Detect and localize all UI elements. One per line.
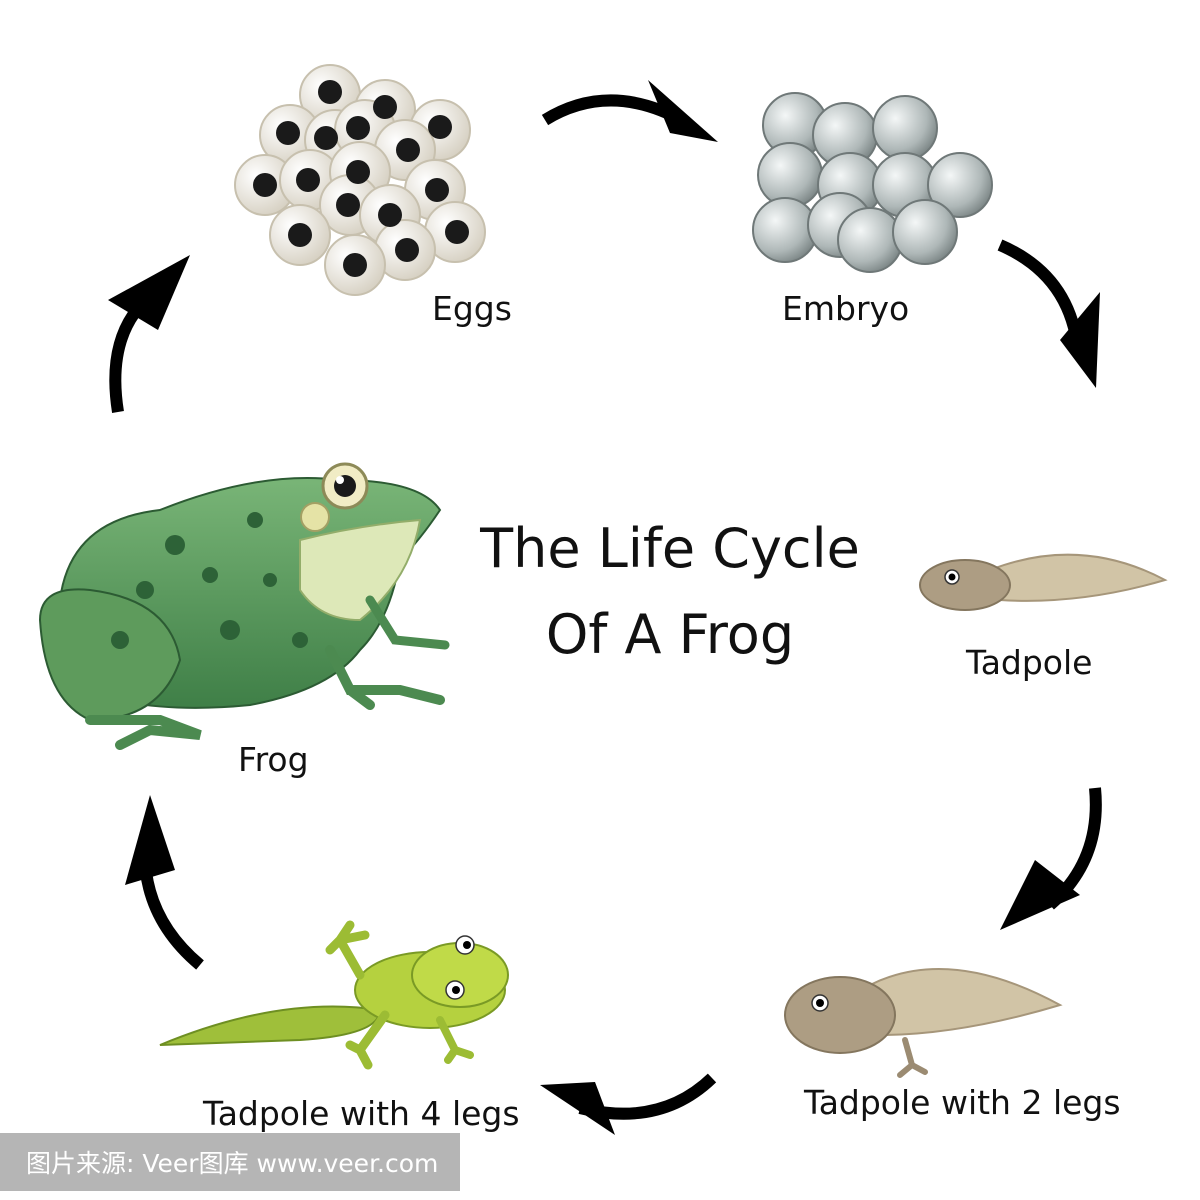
cycle-arrows (108, 80, 1102, 1135)
arrow-4legs-to-frog-icon (125, 795, 204, 970)
arrow-2legs-to-4legs-icon (540, 1073, 717, 1135)
watermark-text: 图片来源: Veer图库 www.veer.com (26, 1149, 439, 1178)
label-tadpole-4-legs: Tadpole with 4 legs (203, 1094, 520, 1133)
label-eggs: Eggs (432, 289, 512, 328)
label-tadpole-2-legs: Tadpole with 2 legs (804, 1083, 1121, 1122)
arrow-tadpole-to-2legs-icon (1000, 787, 1102, 930)
arrow-frog-to-eggs-icon (108, 255, 190, 413)
label-frog: Frog (238, 740, 309, 779)
embryo-illustration (752, 92, 993, 273)
tadpole-2-legs-illustration (784, 968, 1063, 1078)
tadpole-illustration (919, 553, 1168, 611)
eggs-illustration (234, 64, 486, 296)
label-embryo: Embryo (782, 289, 910, 328)
frog-illustration (38, 462, 450, 750)
tadpole-4-legs-illustration (159, 920, 509, 1070)
diagram-title-line-2: Of A Frog (545, 603, 795, 666)
arrow-eggs-to-embryo-icon (541, 80, 718, 142)
watermark-banner: 图片来源: Veer图库 www.veer.com (0, 1133, 460, 1191)
arrow-embryo-to-tadpole-icon (997, 239, 1100, 388)
label-tadpole: Tadpole (966, 643, 1093, 682)
diagram-title-line-1: The Life Cycle (480, 517, 860, 580)
